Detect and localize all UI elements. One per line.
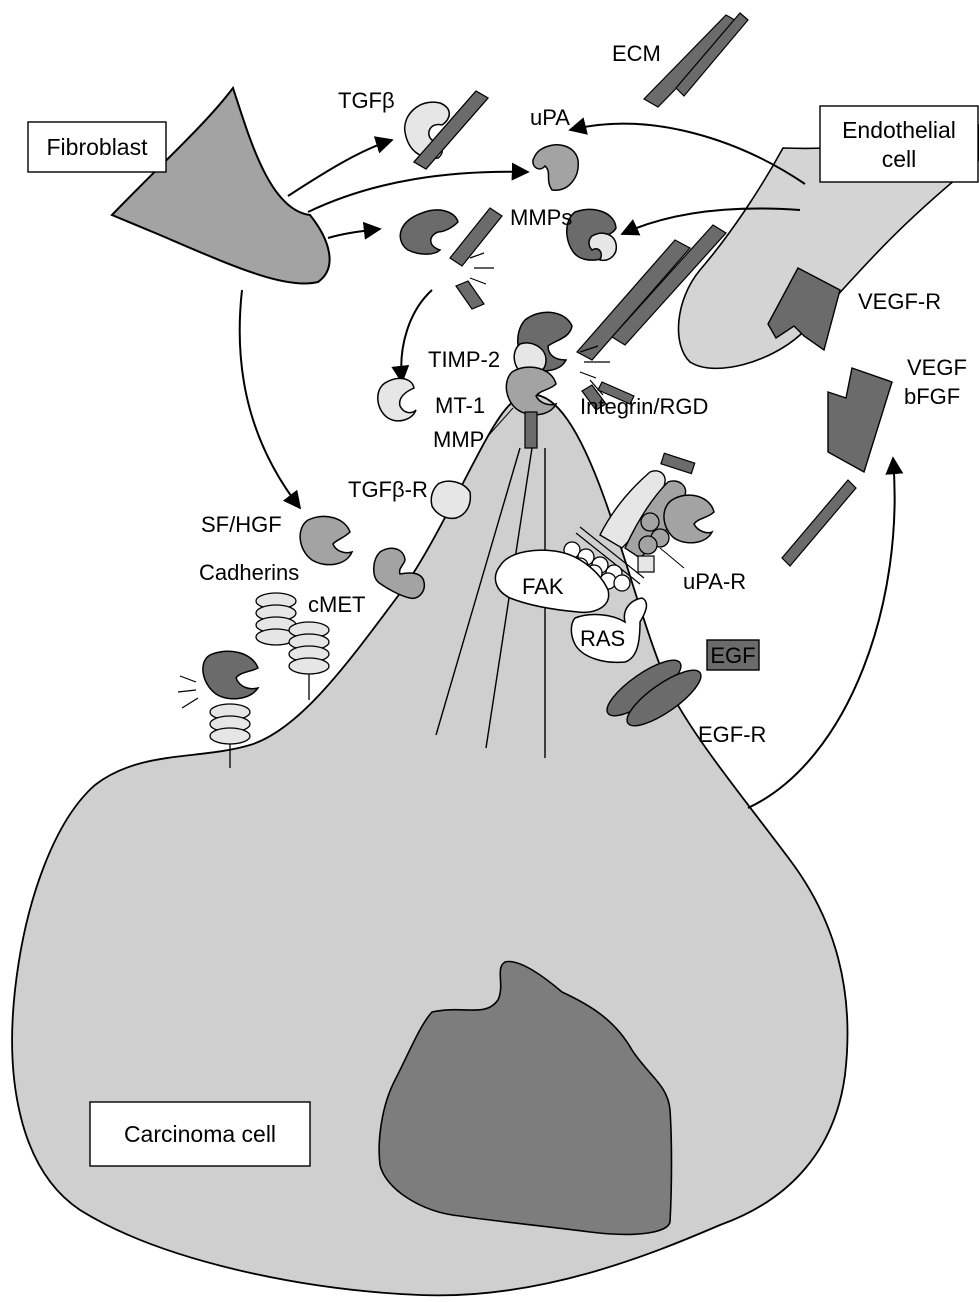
vegfr-label: VEGF-R — [858, 289, 941, 314]
arrow-endothelial-to-upa — [568, 117, 806, 185]
endothelial-label-line1: Endothelial — [842, 117, 956, 143]
egfr-label: EGF-R — [698, 722, 766, 747]
fibroblast-cell — [110, 85, 331, 285]
cleavage-marks-lower — [177, 675, 199, 709]
upar-square — [637, 555, 655, 573]
cmet-receptor — [373, 547, 426, 600]
arrow-carcinoma-to-vegf — [747, 456, 904, 809]
tgfb-label: TGFβ — [338, 88, 395, 113]
mmp-label: MMP — [433, 427, 484, 452]
upar-label: uPA-R — [683, 569, 746, 594]
arrow-fibroblast-to-sfhgf — [238, 289, 302, 510]
ras-protein — [570, 597, 648, 664]
egf-receptor — [606, 659, 702, 727]
vegf-bfgf-ligand — [827, 367, 893, 474]
mmps-inhibitor — [588, 232, 618, 262]
arrow-endothelial-to-mmps — [620, 207, 801, 236]
nucleus — [378, 960, 673, 1236]
cadherin-stack-2 — [288, 621, 330, 675]
fak-label: FAK — [522, 574, 564, 599]
upa-label: uPA — [530, 105, 570, 130]
mt1-mmp-molecule — [505, 366, 558, 416]
integrin-transmembrane-lines — [575, 526, 645, 585]
cleavage-marks-left — [469, 252, 494, 285]
carcinoma-box: Carcinoma cell — [89, 1101, 311, 1167]
fibroblast-label: Fibroblast — [47, 134, 149, 160]
integrin-ligand — [660, 452, 696, 475]
labels: ECM TGFβ uPA MMPs TIMP-2 MT-1 MMP Integr… — [199, 41, 967, 747]
ecm-label: ECM — [612, 41, 661, 66]
cmet-label: cMET — [308, 592, 365, 617]
sfhgf-ligand — [299, 515, 354, 566]
mt1-mmp-pointer — [487, 407, 514, 437]
cadherins-label: Cadherins — [199, 560, 299, 585]
endothelial-label-line2: cell — [882, 146, 917, 172]
upar-balls — [638, 512, 670, 555]
arrow-fibroblast-to-tgfb — [287, 136, 394, 197]
tgfb-receptor — [430, 480, 472, 520]
arrow-mmp-to-timp — [391, 289, 433, 384]
tgfbr-label: TGFβ-R — [348, 477, 428, 502]
cadherin-stack-3 — [209, 703, 251, 745]
upa-on-receptor — [663, 494, 715, 544]
cadherin-stack-1 — [255, 592, 297, 646]
endothelial-box: Endothelial cell — [819, 105, 979, 183]
upar-pointer — [659, 547, 685, 569]
mt1-label: MT-1 — [435, 393, 485, 418]
fibroblast-box: Fibroblast — [27, 121, 167, 173]
free-light-molecule — [377, 377, 417, 422]
arrow-fibroblast-to-upa — [307, 162, 530, 213]
carcinoma-label: Carcinoma cell — [124, 1121, 276, 1147]
upa-molecule — [532, 144, 579, 191]
mmps-label: MMPs — [510, 205, 572, 230]
tgfb-ecm-fiber — [413, 90, 489, 170]
vegf-label: VEGF — [907, 355, 967, 380]
integrin-label: Integrin/RGD — [580, 394, 708, 419]
vegf-receptor — [767, 267, 841, 352]
timp2-label: TIMP-2 — [428, 347, 500, 372]
cleaved-molecule — [202, 650, 260, 700]
fak-protein — [494, 549, 610, 614]
egf-box: EGF — [706, 639, 760, 671]
egf-label: EGF — [710, 643, 755, 668]
arrow-fibroblast-to-mmp — [327, 221, 382, 240]
bfgf-label: bFGF — [904, 384, 960, 409]
mt1-mmp-anchor — [524, 411, 538, 449]
sfhgf-label: SF/HGF — [201, 512, 282, 537]
cleavage-marks-center — [579, 345, 610, 396]
ras-label: RAS — [580, 626, 625, 651]
signal-arrows — [238, 117, 904, 809]
mmp-molecule-left — [399, 209, 459, 255]
